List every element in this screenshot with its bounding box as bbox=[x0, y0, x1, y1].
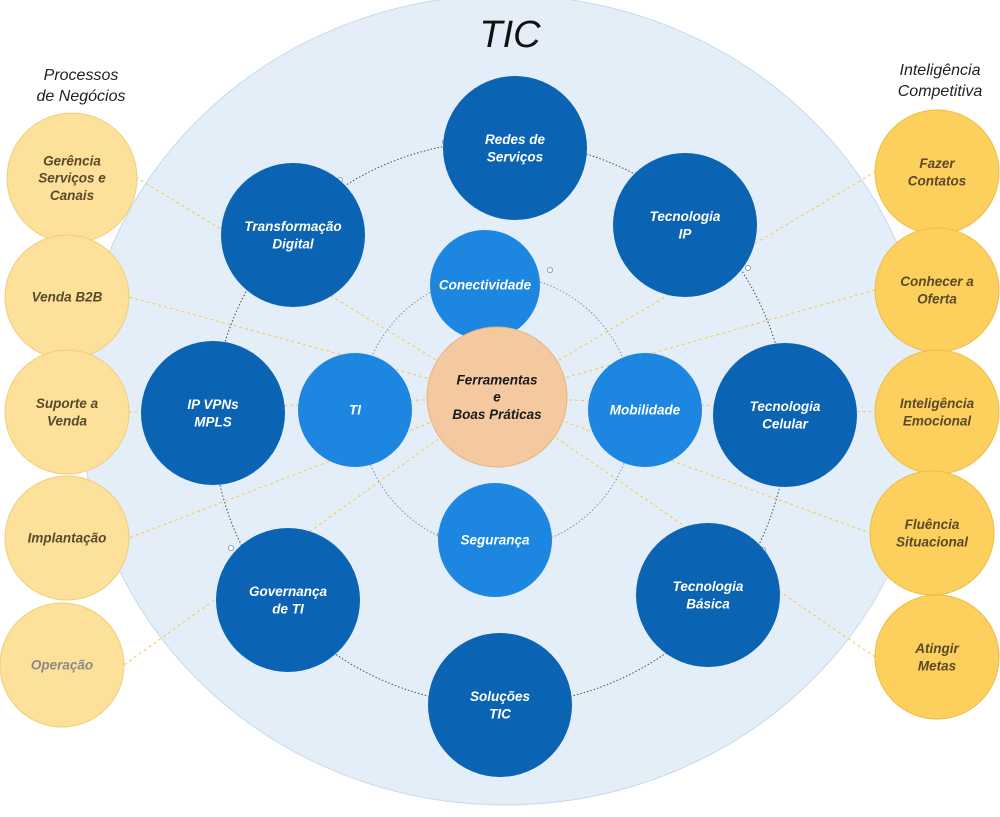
label-venda-b2b: Venda B2B bbox=[32, 290, 103, 305]
label-operacao: Operação bbox=[31, 658, 93, 673]
connector-operacao bbox=[123, 396, 498, 666]
node-tecnologia-celular bbox=[713, 343, 857, 487]
node-ip-vpns-mpls bbox=[141, 341, 285, 485]
node-tecnologia-basica bbox=[636, 523, 780, 667]
node-atingir-metas bbox=[874, 594, 1000, 720]
label-seguranca: Segurança bbox=[460, 533, 530, 548]
label-mobilidade: Mobilidade bbox=[610, 403, 681, 418]
node-implantacao bbox=[4, 475, 130, 601]
node-operacao bbox=[0, 602, 125, 728]
node-mobilidade bbox=[588, 353, 702, 467]
node-suporte-a-venda bbox=[4, 349, 130, 475]
ring-dot bbox=[547, 266, 554, 273]
connector-fazer-contatos bbox=[496, 171, 876, 398]
label-ti: TI bbox=[349, 403, 361, 418]
node-conectividade bbox=[430, 230, 540, 340]
node-tecnologia-ip bbox=[613, 153, 757, 297]
node-inteligencia-emocional bbox=[874, 349, 1000, 475]
diagram-title: TIC bbox=[479, 14, 541, 56]
node-center bbox=[426, 326, 568, 468]
label-conectividade: Conectividade bbox=[439, 278, 532, 293]
node-redes-de-servicos bbox=[443, 76, 587, 220]
node-seguranca bbox=[438, 483, 552, 597]
ring-dot bbox=[745, 264, 752, 271]
node-transformacao-digital bbox=[221, 163, 365, 307]
node-ti bbox=[298, 353, 412, 467]
node-governanca-de-ti bbox=[216, 528, 360, 672]
node-conhecer-a-oferta bbox=[874, 227, 1000, 353]
node-fluencia-situacional bbox=[869, 470, 995, 596]
node-fazer-contatos bbox=[874, 109, 1000, 235]
ring-dot bbox=[227, 545, 234, 552]
label-implantacao: Implantação bbox=[28, 531, 107, 546]
node-solucoes-tic bbox=[428, 633, 572, 777]
